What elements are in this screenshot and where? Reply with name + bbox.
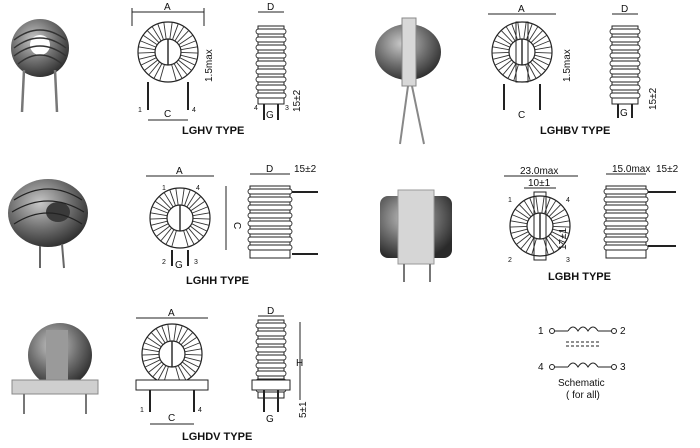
photo-lghdv bbox=[11, 323, 99, 414]
dim-max: 1.5max bbox=[204, 49, 215, 82]
dim-d: D bbox=[266, 164, 273, 175]
type-label: LGHV TYPE bbox=[182, 125, 244, 137]
dim-max: 1.5max bbox=[562, 49, 573, 82]
lgbh-front-view: 23.0max 10±1 17±1 1 4 2 3 bbox=[504, 166, 578, 264]
lghv-side-view: D G 15±2 4 3 bbox=[254, 2, 303, 121]
pin-label: 2 bbox=[508, 257, 512, 264]
dim-c: C bbox=[231, 222, 242, 229]
lghbv-front-view: A C 1.5max bbox=[488, 4, 573, 121]
schematic-pin: 3 bbox=[620, 362, 626, 373]
dim-g: G bbox=[266, 110, 274, 121]
lghdv-side-view: D H G 5±1 bbox=[251, 306, 309, 425]
dim-g: G bbox=[620, 108, 628, 119]
pin-label: 1 bbox=[508, 197, 512, 204]
dim-a: A bbox=[168, 308, 175, 319]
dim-d: D bbox=[267, 306, 274, 317]
type-label: LGHDV TYPE bbox=[182, 431, 252, 443]
photo-lghh bbox=[8, 179, 88, 269]
schematic-pin: 1 bbox=[538, 326, 544, 337]
pin-label: 4 bbox=[192, 107, 196, 114]
dim-pm: 15±2 bbox=[648, 87, 659, 110]
dim-c: C bbox=[518, 110, 525, 121]
dim-pm: 15±2 bbox=[294, 164, 317, 175]
pin-label: 3 bbox=[566, 257, 570, 264]
pin-label: 1 bbox=[138, 107, 142, 114]
pin-label: 3 bbox=[285, 105, 289, 112]
dim-d: D bbox=[621, 4, 628, 15]
lghv-front-view: A C 1 4 1.5max bbox=[131, 2, 215, 121]
pin-label: 1 bbox=[162, 185, 166, 192]
schematic-pin: 4 bbox=[538, 362, 544, 373]
schematic-label: Schematic bbox=[558, 378, 605, 389]
lghh-side-view: D 15±2 bbox=[247, 164, 318, 259]
type-label: LGHBV TYPE bbox=[540, 125, 610, 137]
dim-a: A bbox=[518, 4, 525, 15]
pin-label: 2 bbox=[162, 259, 166, 266]
lghdv-front-view: A C 1 4 bbox=[135, 308, 209, 425]
photo-lghv bbox=[11, 19, 69, 113]
schematic-sublabel: ( for all) bbox=[566, 390, 600, 401]
dim-h: H bbox=[296, 358, 303, 369]
pin-label: 4 bbox=[254, 105, 258, 112]
type-label: LGHH TYPE bbox=[186, 275, 249, 287]
photo-lgbh bbox=[380, 189, 452, 282]
schematic-pin: 2 bbox=[620, 326, 626, 337]
dim-w: 15.0max bbox=[612, 164, 650, 175]
pin-label: 1 bbox=[140, 407, 144, 414]
dim-w: 23.0max bbox=[520, 166, 558, 177]
dim-pm: 17±1 bbox=[558, 227, 569, 250]
lghbv-side-view: D G 15±2 bbox=[609, 4, 659, 119]
dim-c: C bbox=[168, 413, 175, 424]
lgbh-side-view: 15.0max 15±2 bbox=[603, 164, 679, 259]
dim-a: A bbox=[164, 2, 171, 13]
pin-label: 4 bbox=[566, 197, 570, 204]
pin-label: 3 bbox=[194, 259, 198, 266]
dim-pm: 10±1 bbox=[528, 178, 551, 189]
pin-label: 4 bbox=[196, 185, 200, 192]
dim-a: A bbox=[176, 166, 183, 177]
photo-lghbv bbox=[375, 17, 441, 145]
schematic-diagram: 1 2 4 3 Schematic ( for all) bbox=[538, 326, 626, 401]
type-label: LGBH TYPE bbox=[548, 271, 611, 283]
dim-g: G bbox=[266, 414, 274, 425]
dim-g: G bbox=[175, 260, 183, 271]
pin-label: 4 bbox=[198, 407, 202, 414]
dim-d: D bbox=[267, 2, 274, 13]
dim-pm: 15±2 bbox=[292, 89, 303, 112]
lghh-front-view: A C G 1 4 2 3 bbox=[146, 166, 242, 271]
dim-pm: 5±1 bbox=[298, 401, 309, 418]
dim-c: C bbox=[164, 109, 171, 120]
dim-pm: 15±2 bbox=[656, 164, 679, 175]
